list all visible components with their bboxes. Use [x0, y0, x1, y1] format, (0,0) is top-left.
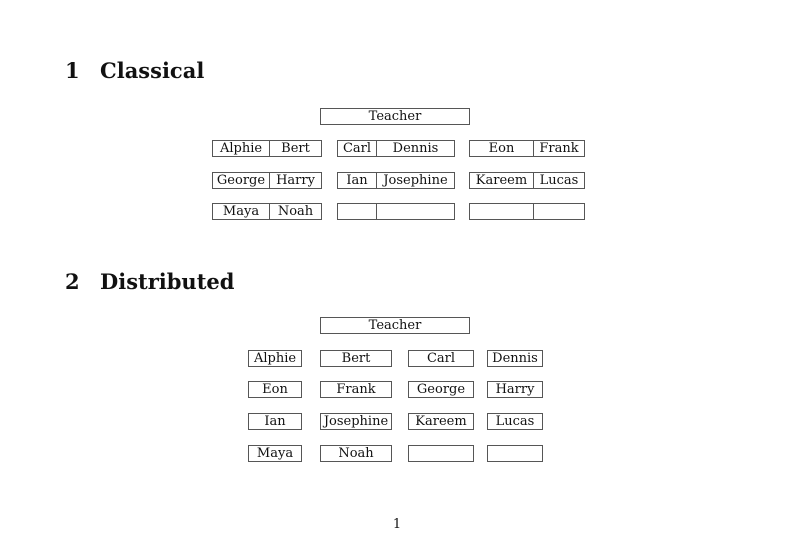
seat-cell: Bert — [269, 141, 321, 156]
seat-cell: Josephine — [376, 173, 454, 188]
desk-box: Dennis — [487, 350, 543, 367]
desk-box: Kareem — [408, 413, 474, 430]
desk-box: Maya — [248, 445, 302, 462]
desk-box: Kareem Lucas — [469, 172, 585, 189]
section-number: 1 — [65, 58, 80, 83]
desk-box: Ian — [248, 413, 302, 430]
desk-box: Noah — [320, 445, 392, 462]
desk-box: Alphie — [248, 350, 302, 367]
desk-box: Eon Frank — [469, 140, 585, 157]
section-number: 2 — [65, 269, 80, 294]
seat-cell: Dennis — [376, 141, 454, 156]
teacher-box-distributed: Teacher — [320, 317, 470, 334]
desk-box: Frank — [320, 381, 392, 398]
seat-cell-empty — [376, 204, 454, 219]
desk-box: Harry — [487, 381, 543, 398]
desk-box: Josephine — [320, 413, 392, 430]
page-number: 1 — [392, 517, 402, 532]
desk-box: Lucas — [487, 413, 543, 430]
seat-cell: Carl — [342, 141, 372, 156]
desk-box: George — [408, 381, 474, 398]
seat-cell: Alphie — [219, 141, 263, 156]
desk-box-empty — [408, 445, 474, 462]
seat-cell: George — [216, 173, 266, 188]
desk-box — [469, 203, 585, 220]
seat-cell: Lucas — [533, 173, 584, 188]
seat-cell-empty — [338, 204, 376, 219]
seat-cell: Kareem — [475, 173, 528, 188]
seat-cell: Eon — [488, 141, 515, 156]
desk-box — [337, 203, 455, 220]
desk-box-empty — [487, 445, 543, 462]
desk-box: Carl Dennis — [337, 140, 455, 157]
seat-cell-empty — [533, 204, 584, 219]
seat-cell: Harry — [269, 173, 321, 188]
seat-cell: Noah — [269, 204, 321, 219]
section-heading-classical: 1 Classical — [65, 60, 204, 81]
desk-box: Carl — [408, 350, 474, 367]
desk-box: Maya Noah — [212, 203, 322, 220]
seat-cell: Maya — [222, 204, 260, 219]
desk-box: Eon — [248, 381, 302, 398]
section-title: Distributed — [100, 269, 235, 294]
seat-cell: Ian — [346, 173, 368, 188]
desk-box: Bert — [320, 350, 392, 367]
teacher-box-classical: Teacher — [320, 108, 470, 125]
seat-cell-empty — [470, 204, 533, 219]
seat-cell: Frank — [533, 141, 584, 156]
section-title: Classical — [100, 58, 205, 83]
desk-box: Alphie Bert — [212, 140, 322, 157]
section-heading-distributed: 2 Distributed — [65, 271, 234, 292]
desk-box: Ian Josephine — [337, 172, 455, 189]
